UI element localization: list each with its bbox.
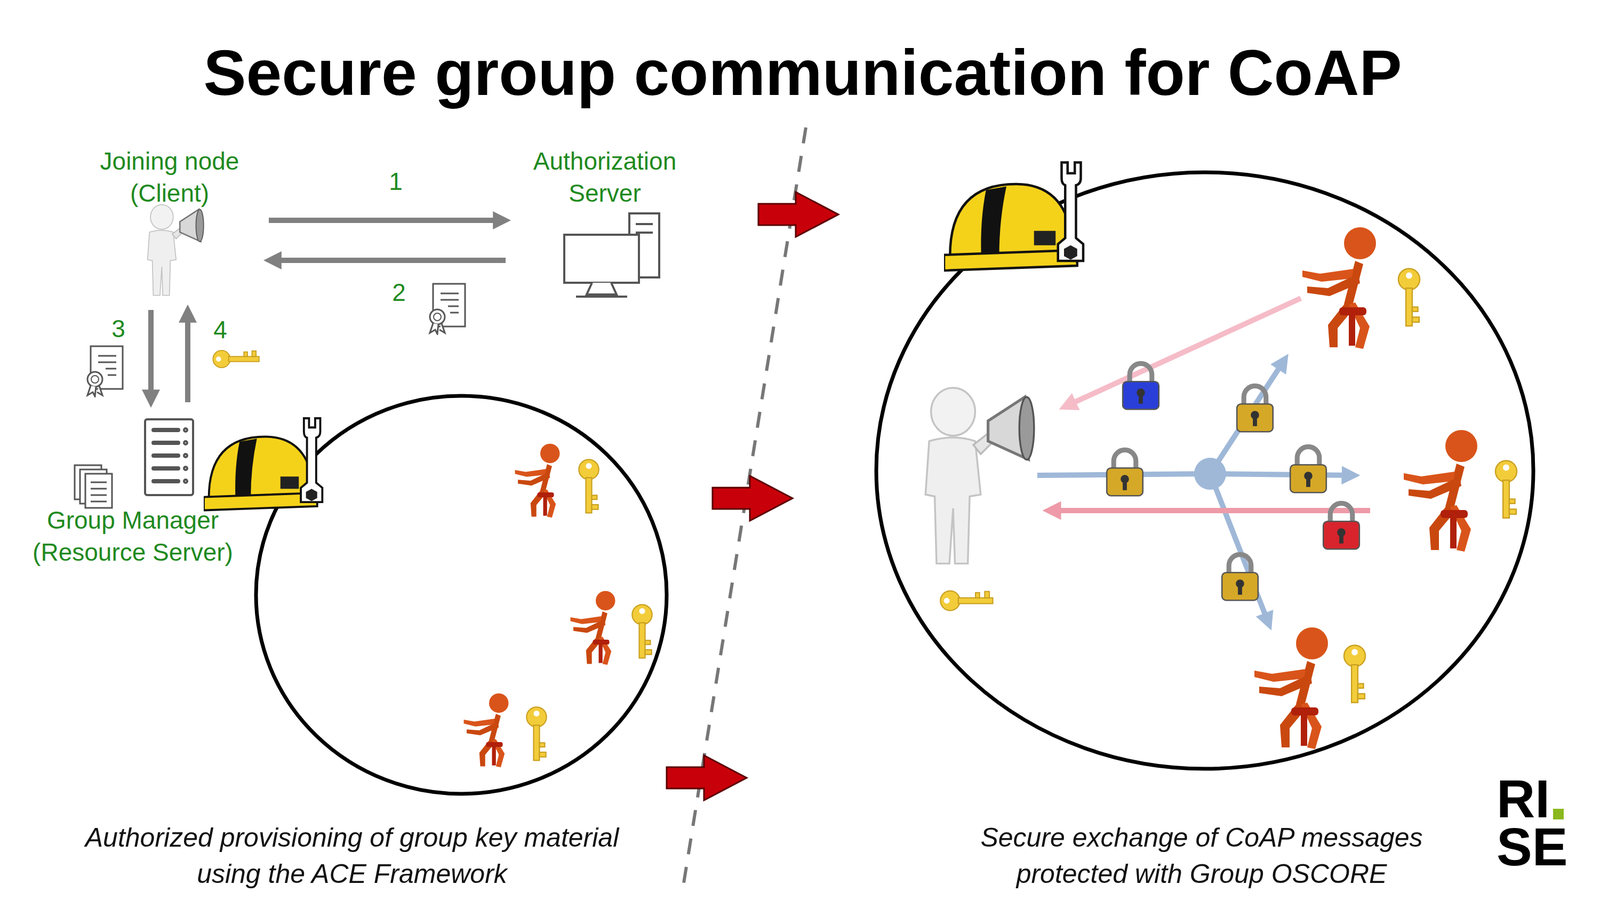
member-figure	[464, 693, 509, 768]
key-icon	[1344, 645, 1366, 703]
group-circle	[256, 395, 667, 794]
flow-arrow	[268, 257, 506, 263]
node-label: Authorization Server	[516, 145, 693, 210]
node-label: Group Manager (Resource Server)	[12, 504, 253, 569]
lock-icon	[1323, 502, 1360, 549]
member-figure	[515, 443, 560, 518]
client-node: Joining node (Client)	[78, 136, 261, 302]
manager-helmet	[944, 162, 1084, 271]
key-icon	[940, 590, 993, 611]
flow-arrow	[148, 309, 154, 403]
server-icon	[145, 419, 194, 495]
logo-row: RI	[1496, 774, 1568, 823]
key-icon	[578, 459, 599, 513]
flow-arrow	[185, 309, 191, 403]
logo-dot	[1553, 808, 1564, 820]
group-messages	[1037, 298, 1371, 626]
callout-number: 1	[388, 169, 403, 194]
certificate-icon	[87, 346, 123, 397]
manager-helmet	[203, 418, 323, 511]
logo-text: SE	[1496, 822, 1568, 871]
speaker-figure	[925, 387, 1035, 564]
key-icon	[1398, 268, 1420, 326]
lock-icon	[1106, 449, 1143, 496]
caption: Secure exchange of CoAP messages protect…	[934, 819, 1469, 892]
key-icon	[212, 350, 259, 368]
manager-node: Group Manager (Resource Server)	[10, 410, 256, 576]
client-figure	[147, 204, 204, 296]
key-icon	[632, 604, 652, 658]
logo: RISE	[1496, 774, 1568, 871]
lock-icon	[1221, 554, 1259, 600]
callout-number: 2	[392, 280, 406, 305]
member-figure	[1403, 429, 1478, 552]
title: Secure group communication for CoAP	[203, 37, 1403, 108]
lock-icon	[1290, 446, 1327, 493]
logo-text: RI	[1496, 774, 1550, 823]
key-icon	[526, 706, 547, 760]
red-arrows	[666, 192, 839, 800]
documents-icon	[74, 465, 112, 508]
key-icon	[1495, 460, 1517, 518]
callout-number: 3	[111, 316, 126, 341]
member-figure	[1254, 627, 1328, 749]
node-label: Joining node (Client)	[81, 145, 258, 210]
lock-icon	[1236, 385, 1274, 432]
certificate-icon	[429, 283, 466, 334]
flow-arrow	[268, 217, 506, 223]
server-node: Authorization Server	[514, 136, 696, 302]
computer-icon	[564, 213, 660, 297]
caption: Authorized provisioning of group key mat…	[74, 819, 630, 892]
member-figure	[1302, 227, 1376, 349]
callout-number: 4	[213, 317, 228, 342]
member-figure	[570, 590, 616, 666]
lock-icon	[1122, 363, 1159, 410]
logo-row: SE	[1496, 822, 1568, 871]
